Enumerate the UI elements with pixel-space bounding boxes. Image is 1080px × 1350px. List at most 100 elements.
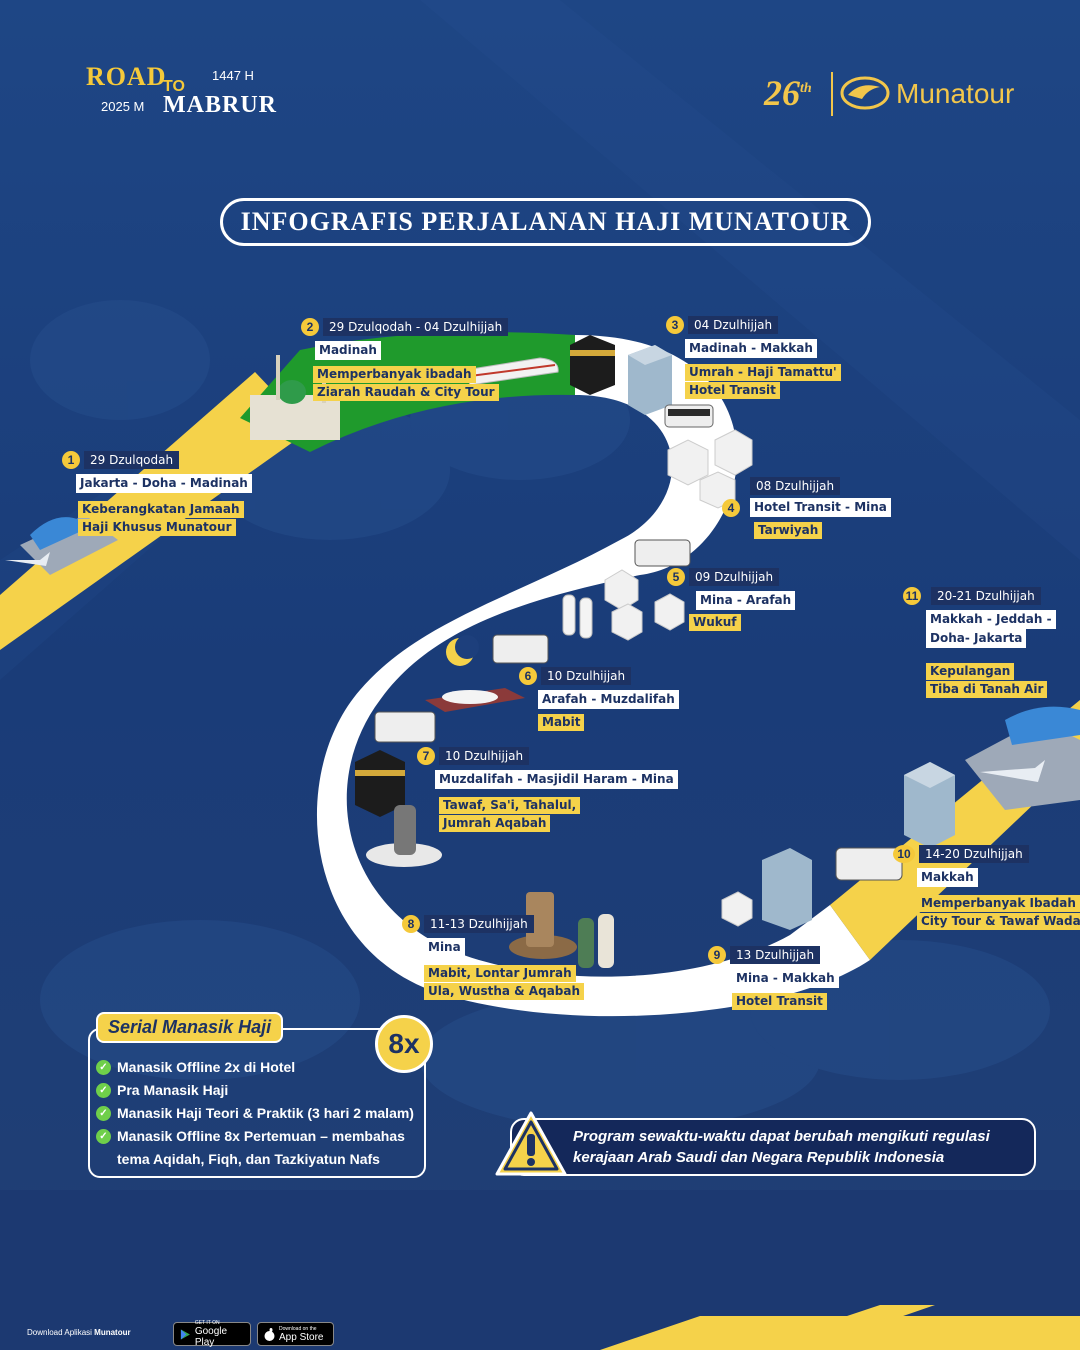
step-description: Mabit, Lontar Jumrah	[424, 965, 576, 982]
kaaba-icon	[570, 335, 615, 395]
step-number: 5	[667, 568, 685, 586]
step-description: Ziarah Raudah & City Tour	[313, 384, 499, 401]
step-number: 7	[417, 747, 435, 765]
brand-road-text: ROAD	[86, 62, 167, 91]
brand-divider	[831, 72, 833, 116]
step-route: Makkah	[917, 868, 978, 887]
check-icon: ✓	[96, 1060, 111, 1075]
serial-count-badge: 8x	[375, 1015, 433, 1073]
warning-icon	[495, 1111, 567, 1176]
brand-mabrur-text: MABRUR	[163, 92, 277, 118]
step-date: 04 Dzulhijjah	[688, 316, 779, 334]
list-item: ✓Manasik Offline 8x Pertemuan – membahas…	[96, 1125, 426, 1171]
step-route: Mina - Makkah	[732, 969, 839, 988]
step-route: Doha- Jakarta	[926, 629, 1027, 648]
step-route: Mina - Arafah	[696, 591, 796, 610]
step-description: Hotel Transit	[685, 382, 780, 399]
pilgrim-icon	[562, 594, 593, 639]
step-number: 3	[666, 316, 684, 334]
step-description: Keberangkatan Jamaah	[78, 501, 244, 518]
warning-line-1: Program sewaktu-waktu dapat berubah meng…	[573, 1128, 990, 1145]
step-description: Mabit	[538, 714, 585, 731]
step-description: City Tour & Tawaf Wada	[917, 913, 1080, 930]
hotel-icon	[904, 762, 955, 848]
step-description: Wukuf	[689, 614, 741, 631]
google-play-button[interactable]: GET IT ON Google Play	[173, 1320, 251, 1348]
download-app-label: Download Aplikasi Munatour	[27, 1328, 131, 1337]
step-route: Makkah - Jeddah -	[926, 610, 1056, 629]
step-number: 9	[708, 946, 726, 964]
app-store-button[interactable]: Download on the App Store	[257, 1322, 334, 1346]
anniversary-suffix: th	[800, 81, 812, 96]
kaaba-icon	[355, 750, 405, 817]
jamarat-icon	[509, 892, 577, 959]
step-route: Mina	[424, 938, 465, 957]
step-route: Muzdalifah - Masjidil Haram - Mina	[435, 770, 678, 789]
check-icon: ✓	[96, 1129, 111, 1144]
step-number: 8	[402, 915, 420, 933]
warning-line-2: kerajaan Arab Saudi dan Negara Republik …	[573, 1149, 945, 1166]
step-number: 11	[903, 587, 921, 605]
pilgrim-icon	[578, 914, 614, 968]
step-description: Hotel Transit	[732, 993, 827, 1010]
bus-icon	[835, 847, 903, 881]
serial-manasik-title: Serial Manasik Haji	[96, 1012, 284, 1043]
apple-icon	[264, 1327, 275, 1341]
step-number: 10	[893, 845, 915, 863]
step-description: Memperbanyak Ibadah	[917, 895, 1080, 912]
step-date: 13 Dzulhijjah	[730, 946, 821, 964]
step-date: 29 Dzulqodah	[84, 451, 180, 469]
step-description: Kepulangan	[926, 663, 1015, 680]
plane-icon	[980, 760, 1045, 782]
step-description: Tarwiyah	[754, 522, 823, 539]
brand-hijri-year: 1447 H	[212, 68, 254, 83]
airport-icon	[965, 706, 1080, 810]
step-4: 08 Dzulhijjah 4 Hotel Transit - Mina Tarw…	[722, 477, 891, 539]
step-number: 4	[722, 498, 740, 517]
anniversary-number: 26	[764, 73, 800, 113]
app-store-label: App Store	[279, 1331, 324, 1343]
step-date: 29 Dzulqodah - 04 Dzulhijjah	[323, 318, 509, 336]
list-item: ✓Manasik Haji Teori & Praktik (3 hari 2 …	[96, 1102, 426, 1125]
google-play-small-label: GET IT ON	[194, 1320, 220, 1326]
step-route: Madinah - Makkah	[685, 339, 817, 358]
warning-panel	[510, 1118, 1036, 1176]
step-date: 20-21 Dzulhijjah	[931, 587, 1041, 605]
bus-icon	[374, 711, 436, 743]
step-date: 08 Dzulhijjah	[750, 477, 841, 495]
step-description: Umrah - Haji Tamattu'	[685, 364, 841, 381]
step-description: Ula, Wustha & Aqabah	[424, 983, 585, 1000]
step-number: 1	[62, 451, 80, 469]
bus-icon	[664, 404, 714, 428]
list-item: ✓Manasik Offline 2x di Hotel	[96, 1056, 426, 1079]
check-icon: ✓	[96, 1106, 111, 1121]
step-route: Hotel Transit - Mina	[750, 498, 891, 517]
pilgrim-icon	[425, 688, 525, 712]
step-number: 6	[519, 667, 537, 685]
company-logo-text: Munatour	[896, 78, 1015, 109]
page-title: INFOGRAFIS PERJALANAN HAJI MUNATOUR	[240, 207, 851, 236]
google-play-label: Google Play	[194, 1326, 228, 1348]
serial-manasik-list: ✓Manasik Offline 2x di Hotel ✓Pra Manasi…	[96, 1056, 426, 1171]
page-title-frame: INFOGRAFIS PERJALANAN HAJI MUNATOUR	[220, 198, 871, 246]
step-description: Tawaf, Sa'i, Tahalul,	[439, 797, 581, 814]
step-number: 2	[301, 318, 319, 336]
step-route: Madinah	[315, 341, 381, 360]
google-play-icon	[180, 1329, 190, 1339]
bus-icon	[492, 634, 549, 664]
moon-icon	[446, 635, 479, 666]
jamarat-icon	[366, 805, 442, 867]
bus-icon	[634, 539, 691, 567]
step-description: Tiba di Tanah Air	[926, 681, 1048, 698]
list-item: ✓Pra Manasik Haji	[96, 1079, 426, 1102]
step-date: 14-20 Dzulhijjah	[919, 845, 1029, 863]
